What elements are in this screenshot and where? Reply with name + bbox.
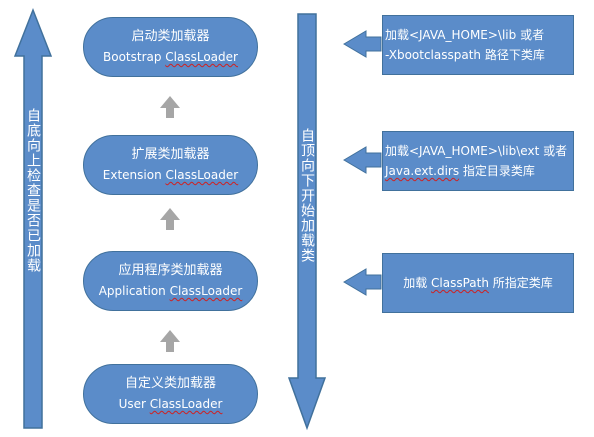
loader-en-prefix: Bootstrap: [103, 50, 166, 64]
loader-en-label: ClassLoader: [169, 284, 243, 298]
small-up-arrow-2: [160, 208, 180, 230]
extension-note: 加载<JAVA_HOME>\lib\ext 或者 Java.ext.dirs 指…: [382, 131, 574, 191]
loader-zh-label: 启动类加载器: [131, 29, 210, 44]
bottom-up-arrow: [13, 7, 53, 429]
loader-en-label: ClassLoader: [165, 168, 239, 182]
application-classloader-node: 应用程序类加载器 Application ClassLoader: [83, 251, 258, 311]
note-line-rest: 所指定类库: [488, 276, 553, 290]
note-line-term: Java.ext.dirs: [385, 164, 460, 178]
loader-en-prefix: User: [118, 397, 150, 411]
bottom-up-label: 自底向上检查是否已加载: [25, 108, 41, 273]
note-line: -Xbootclasspath 路径下类库: [385, 48, 545, 62]
application-note: 加载 ClassPath 所指定类库: [382, 253, 574, 313]
loader-zh-label: 应用程序类加载器: [118, 263, 223, 278]
loader-en-prefix: Extension: [102, 168, 166, 182]
note-line: 加载<JAVA_HOME>\lib 或者: [385, 28, 545, 42]
note-arrow-2: [343, 146, 382, 174]
note-line-term: ClassPath: [431, 276, 489, 290]
top-down-label: 自顶向下开始加载类: [299, 128, 315, 263]
bootstrap-classloader-node: 启动类加载器 Bootstrap ClassLoader: [83, 17, 258, 77]
small-up-arrow-1: [160, 96, 180, 118]
note-arrow-1: [343, 30, 382, 58]
bootstrap-note: 加载<JAVA_HOME>\lib 或者 -Xbootclasspath 路径下…: [382, 15, 574, 75]
loader-zh-label: 自定义类加载器: [124, 376, 216, 391]
loader-en-prefix: Application: [98, 284, 170, 298]
loader-zh-label: 扩展类加载器: [131, 147, 210, 162]
note-arrow-3: [343, 268, 382, 296]
note-line-prefix: 加载: [403, 276, 432, 290]
extension-classloader-node: 扩展类加载器 Extension ClassLoader: [83, 135, 258, 195]
loader-en-label: ClassLoader: [149, 397, 223, 411]
top-down-arrow: [287, 13, 327, 431]
user-classloader-node: 自定义类加载器 User ClassLoader: [83, 364, 258, 424]
small-up-arrow-3: [160, 330, 180, 352]
loader-en-label: ClassLoader: [165, 50, 238, 64]
note-line-rest: 指定目录类库: [459, 164, 535, 178]
note-line: 加载<JAVA_HOME>\lib\ext 或者: [385, 144, 568, 158]
